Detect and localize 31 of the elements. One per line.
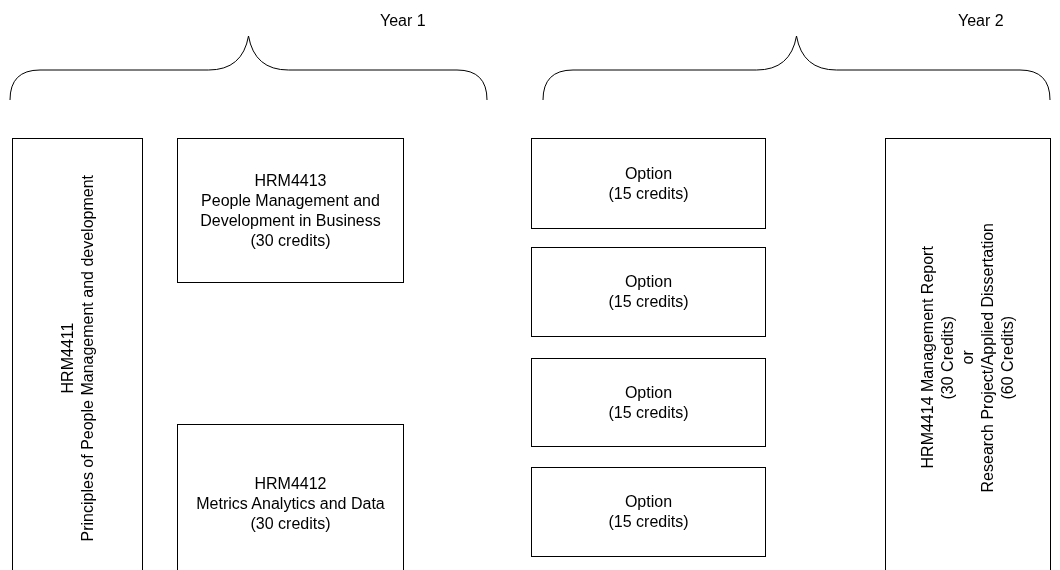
module-box	[531, 467, 766, 557]
module-text: HRM4413	[254, 170, 327, 191]
module-box	[885, 138, 1051, 570]
module-box	[177, 138, 404, 283]
module-text: Option	[624, 382, 673, 403]
module-text: Research Project/Applied Dissertation	[978, 223, 997, 493]
module-text: (30 credits)	[250, 514, 331, 534]
module-text: (15 credits)	[608, 402, 689, 423]
module-text: Principles of People Management and development	[77, 174, 97, 542]
module-text: Option	[624, 272, 673, 292]
module-text: (15 credits)	[608, 183, 689, 204]
module-box	[531, 138, 766, 229]
module-text: (15 credits)	[608, 512, 689, 532]
module-box	[12, 138, 143, 570]
module-text: People Management and Development in Business	[199, 190, 382, 231]
module-box	[177, 424, 404, 570]
module-text: Option	[624, 492, 673, 512]
module-text: Metrics Analytics and Data	[196, 494, 385, 514]
module-text: HRM4411	[57, 322, 77, 394]
module-box	[531, 247, 766, 337]
module-text: Option	[624, 163, 673, 184]
module-text: (60 Credits)	[998, 316, 1017, 400]
year-label: Year 1	[380, 12, 426, 30]
module-text: (30 credits)	[250, 230, 331, 251]
module-text: (30 Credits)	[938, 316, 957, 400]
year-label: Year 2	[958, 12, 1004, 30]
module-box	[531, 358, 766, 447]
module-text: HRM4414 Management Report	[918, 246, 937, 470]
module-text: or	[958, 350, 977, 366]
module-text: HRM4412	[254, 474, 327, 494]
module-text: (15 credits)	[608, 292, 689, 312]
